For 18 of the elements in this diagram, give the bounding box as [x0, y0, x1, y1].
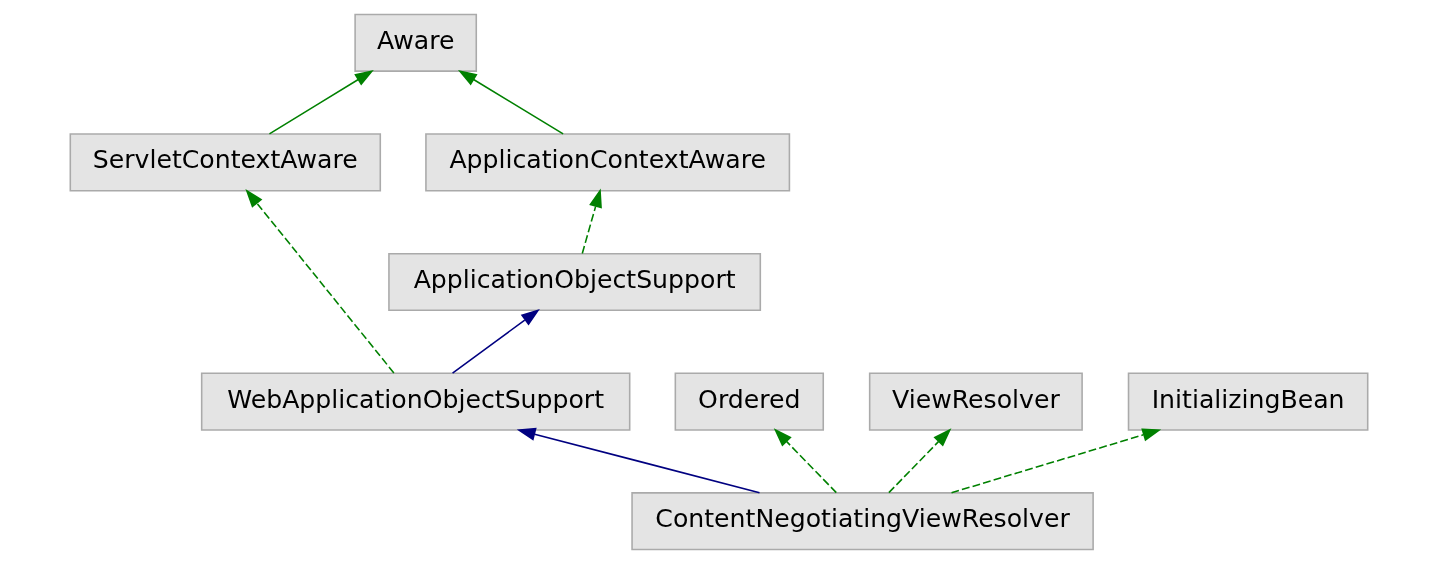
- arrow: [581, 188, 602, 255]
- node-box: ContentNegotiatingViewResolver: [631, 492, 1094, 551]
- node-box: Aware: [354, 13, 478, 72]
- node-box: WebApplicationObjectSupport: [200, 372, 631, 431]
- node-box: ViewResolver: [868, 372, 1083, 431]
- node-box: ApplicationContextAware: [425, 133, 791, 192]
- arrow: [451, 309, 540, 374]
- arrow: [457, 70, 564, 135]
- arrow: [773, 428, 838, 494]
- node-box: Ordered: [674, 372, 825, 431]
- node-box: InitializingBean: [1127, 372, 1369, 431]
- arrow: [516, 427, 761, 494]
- arrow: [245, 188, 395, 374]
- node-box: ApplicationObjectSupport: [388, 252, 762, 312]
- arrow: [950, 428, 1162, 494]
- arrow: [268, 70, 374, 135]
- node-box: ServletContextAware: [69, 133, 382, 192]
- arrow: [888, 428, 952, 494]
